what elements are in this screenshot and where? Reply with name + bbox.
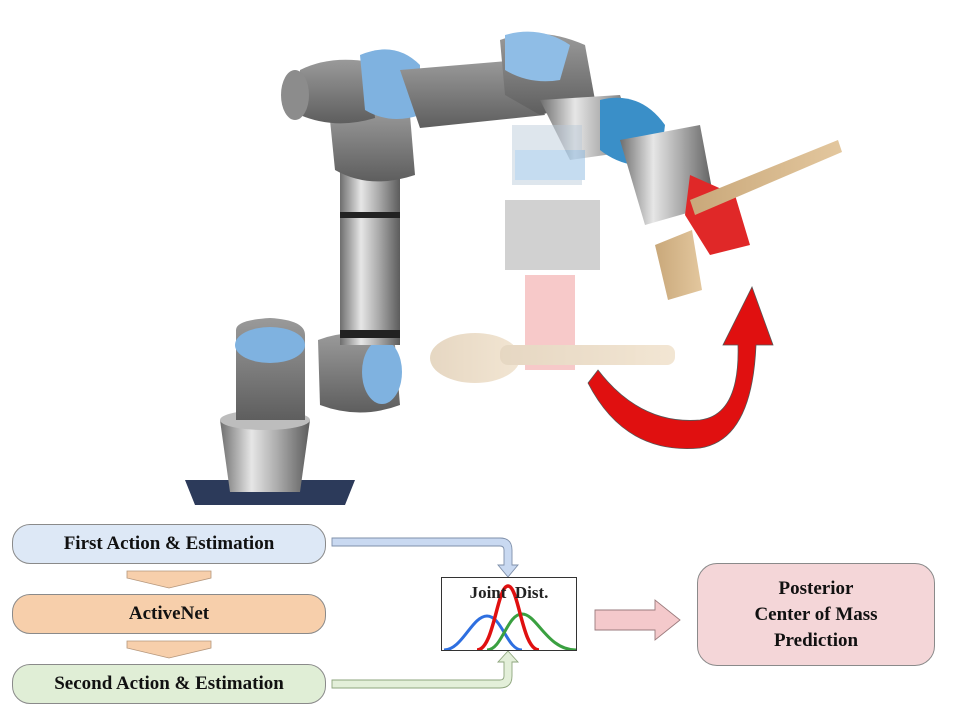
posterior-line-1: Posterior xyxy=(778,577,854,599)
activenet-box: ActiveNet xyxy=(12,594,326,634)
second-action-box: Second Action & Estimation xyxy=(12,664,326,704)
down-arrow-1 xyxy=(126,570,212,589)
robot-lower-arm xyxy=(318,165,402,413)
result-arrow xyxy=(594,599,681,641)
posterior-line-3: Prediction xyxy=(773,629,859,651)
curve-red xyxy=(476,584,540,650)
second-action-connector xyxy=(331,650,520,689)
ghost-gripper xyxy=(430,125,675,383)
joint-distribution-box: Joint Dist. xyxy=(441,577,577,651)
curve-green xyxy=(486,612,576,650)
hammer-icon xyxy=(655,140,842,300)
robot-upper-arm xyxy=(281,31,665,182)
flow-connectors xyxy=(126,537,681,689)
activenet-label: ActiveNet xyxy=(128,603,210,624)
posterior-line-2: Center of Mass xyxy=(754,603,878,625)
first-action-box: First Action & Estimation xyxy=(12,524,326,564)
robot-arm-illustration xyxy=(185,31,842,505)
joint-distribution-label: Joint Dist. xyxy=(469,583,549,602)
down-arrow-2 xyxy=(126,640,212,659)
robot-base xyxy=(185,318,355,505)
first-action-connector xyxy=(331,537,519,578)
posterior-prediction-box: Posterior Center of Mass Prediction xyxy=(697,563,935,666)
second-action-label: Second Action & Estimation xyxy=(54,673,284,694)
curve-blue xyxy=(443,614,523,650)
first-action-label: First Action & Estimation xyxy=(63,533,275,554)
distribution-curves xyxy=(443,584,576,650)
rotation-arrow-icon xyxy=(587,285,774,450)
